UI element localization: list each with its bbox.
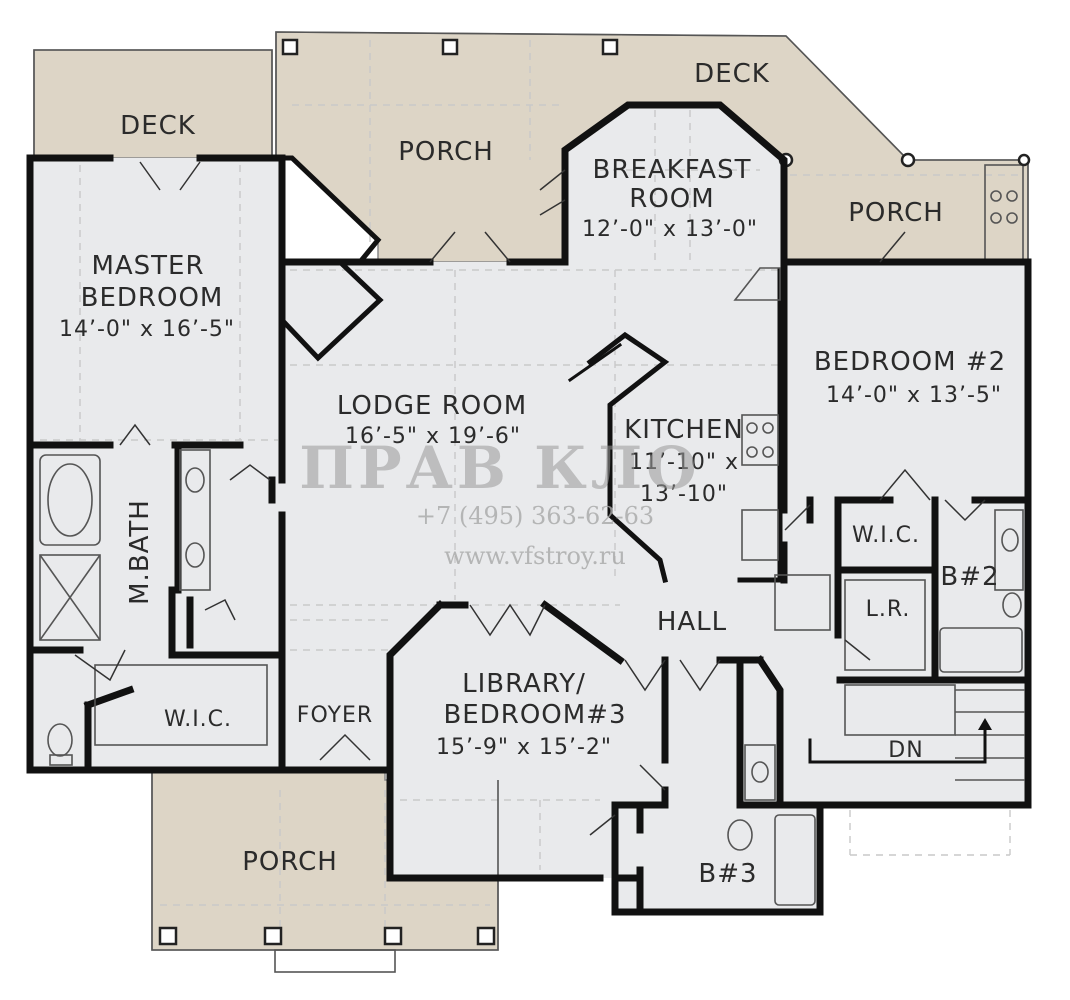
label-kitchen: KITCHEN: [624, 415, 744, 445]
label-breakfast-1: BREAKFAST: [593, 155, 752, 185]
label-dn: DN: [888, 738, 923, 763]
label-bedroom2-dim: 14’-0" x 13’-5": [826, 383, 1002, 408]
doors: [74, 161, 986, 836]
label-deck-left: DECK: [120, 111, 196, 141]
room-labels: DECK PORCH DECK BREAKFAST ROOM 12’-0" x …: [59, 59, 1006, 889]
label-library-1: LIBRARY/: [462, 669, 586, 699]
label-b2: B#2: [940, 562, 999, 592]
label-foyer: FOYER: [297, 703, 373, 728]
label-master-dim: 14’-0" x 16’-5": [59, 317, 235, 342]
label-breakfast-2: ROOM: [629, 184, 714, 214]
label-porch-right: PORCH: [848, 198, 944, 228]
label-b3: B#3: [698, 859, 757, 889]
label-library-2: BEDROOM#3: [443, 700, 626, 730]
watermark-phone: +7 (495) 363-62-63: [416, 502, 654, 530]
label-mbath: M.BATH: [125, 499, 155, 605]
watermark: ПРАВ КЛО +7 (495) 363-62-63 www.vfstroy.…: [299, 434, 700, 570]
label-master-1: MASTER: [91, 251, 204, 281]
label-porch-top: PORCH: [398, 137, 494, 167]
label-library-dim: 15’-9" x 15’-2": [436, 735, 612, 760]
label-lr: L.R.: [866, 597, 911, 622]
label-deck-top-right: DECK: [694, 59, 770, 89]
dashed-guides: [40, 40, 1020, 945]
label-kitchen-dim-1: 11’-10" x: [629, 450, 739, 475]
label-bedroom2: BEDROOM #2: [814, 347, 1006, 377]
label-wic-left: W.I.C.: [164, 707, 232, 732]
walls: [26, 101, 1032, 916]
label-wic-right: W.I.C.: [852, 523, 920, 548]
watermark-brand: ПРАВ КЛО: [299, 434, 700, 502]
fixtures: [39, 267, 1025, 906]
label-lodge: LODGE ROOM: [337, 391, 527, 421]
label-lodge-dim: 16’-5" x 19’-6": [345, 424, 521, 449]
label-porch-bottom: PORCH: [242, 847, 338, 877]
watermark-url: www.vfstroy.ru: [444, 542, 626, 570]
label-master-2: BEDROOM: [81, 283, 224, 313]
label-hall: HALL: [657, 607, 727, 637]
deck-left-area: [33, 49, 273, 159]
master-tub: [39, 454, 101, 546]
railings: [33, 31, 1029, 973]
label-breakfast-dim: 12’-0" x 13’-0": [582, 217, 758, 242]
label-kitchen-dim-2: 13’-10": [640, 482, 728, 507]
